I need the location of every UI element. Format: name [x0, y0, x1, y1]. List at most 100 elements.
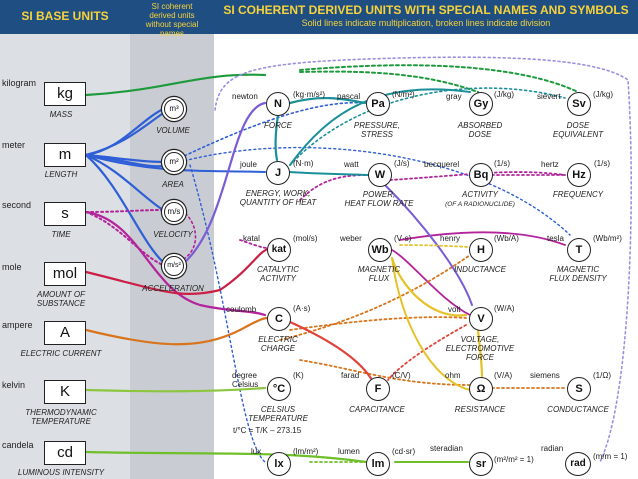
- unit-circle-radian: rad: [565, 452, 591, 476]
- unit-name-becquerel: becquerel: [424, 160, 460, 169]
- unit-quantity-catalytic: CATALYTIC ACTIVITY: [228, 265, 328, 283]
- unit-circle-katal: kat: [267, 238, 291, 262]
- wire-j-sv: [289, 87, 566, 166]
- unit-expr-lux: (lm/m²): [293, 447, 319, 456]
- caption-line: SUBSTANCE: [36, 299, 86, 308]
- unit-circle-volt: V: [469, 307, 493, 331]
- unit-name-henry: henry: [440, 234, 461, 243]
- mid-circle-area: m²: [164, 152, 184, 172]
- caption-line: CHARGE: [260, 344, 296, 353]
- base-name-mole: mole: [2, 262, 22, 272]
- mid-title-line: derived units: [149, 11, 195, 20]
- unit-expr-gray: (J/kg): [494, 90, 514, 99]
- unit-expr-coulomb: (A·s): [293, 304, 311, 313]
- unit-expr-joule: (N·m): [293, 159, 314, 168]
- derived-units-title: SI COHERENT DERIVED UNITS WITH SPECIAL N…: [223, 3, 629, 17]
- unit-expr-pascal: (N/m²): [392, 90, 415, 99]
- caption-line: ENERGY, WORK,: [245, 189, 311, 198]
- caption-line: MAGNETIC: [556, 265, 600, 274]
- unit-name-joule: joule: [240, 160, 257, 169]
- unit-circle-gray: Gy: [469, 92, 493, 116]
- caption-line: VOLTAGE,: [460, 335, 500, 344]
- unit-expr-degree-celsius: (K): [293, 371, 304, 380]
- unit-expr-sievert: (J/kg): [593, 90, 613, 99]
- caption-line: ABSORBED: [457, 121, 503, 130]
- caption-line: FORCE: [466, 353, 494, 362]
- unit-name-hertz: hertz: [541, 160, 559, 169]
- mid-circle-velocity: m/s: [164, 202, 184, 222]
- wire-s-kat: [239, 239, 269, 249]
- wire-kg-gray: [299, 70, 479, 93]
- unit-quantity-resistance: RESISTANCE: [430, 405, 530, 414]
- unit-circle-coulomb: C: [267, 307, 291, 331]
- wire-velocity-accel: [181, 209, 197, 261]
- wire-m-velocity: [84, 153, 165, 212]
- unit-expr-katal: (mol/s): [293, 234, 318, 243]
- unit-expr-farad: (C/V): [392, 371, 411, 380]
- derived-units-subtitle: Solid lines indicate multiplication, bro…: [301, 18, 551, 28]
- base-quantity-length: LENGTH: [44, 170, 78, 179]
- wire-area-pa: [179, 101, 366, 159]
- base-box-mol: mol: [44, 262, 86, 286]
- wire-kg-newton: [84, 73, 267, 97]
- mid-units-title: SI coherent derived units without specia…: [132, 2, 212, 38]
- wire-cd-lm: [84, 450, 368, 464]
- wire-a-volt: [289, 316, 467, 331]
- wire-volt-farad: [387, 324, 467, 381]
- caption-line: CAPACITANCE: [349, 405, 405, 414]
- wire-kg-sievert: [299, 64, 579, 93]
- unit-circle-steradian: sr: [469, 452, 493, 476]
- unit-name-newton: newton: [232, 92, 258, 101]
- caption-line: EQUIVALENT: [552, 130, 604, 139]
- mid-title-line: names: [159, 29, 184, 38]
- unit-circle-tesla: T: [567, 238, 591, 262]
- caption-line: DOSE: [566, 121, 590, 130]
- unit-circle-joule: J: [266, 161, 290, 185]
- wire-mol-kat: [84, 247, 270, 296]
- unit-expr-siemens: (1/Ω): [593, 371, 611, 380]
- mid-quantity-acceleration: ACCELERATION: [142, 284, 204, 293]
- caption-line: STRESS: [360, 130, 393, 139]
- base-box-a: A: [44, 321, 86, 345]
- mid-title-line: without special: [145, 20, 199, 29]
- wire-j-gy: [289, 88, 471, 166]
- unit-circle-degree-celsius: °C: [267, 377, 291, 401]
- caption-line: ELECTROMOTIVE: [445, 344, 515, 353]
- caption-line: ACTIVITY: [259, 274, 296, 283]
- unit-circle-henry: H: [469, 238, 493, 262]
- base-name-kelvin: kelvin: [2, 380, 26, 390]
- mid-header: [130, 0, 214, 34]
- base-quantity-mass: MASS: [49, 110, 73, 119]
- base-units-title: SI BASE UNITS: [21, 9, 109, 23]
- unit-quantity-pressure: PRESSURE, STRESS: [327, 121, 427, 139]
- unit-circle-lux: lx: [267, 452, 291, 476]
- base-box-s: s: [44, 202, 86, 226]
- unit-name-ohm: ohm: [445, 371, 461, 380]
- wire-k-degc: [84, 386, 267, 393]
- name-line: Celsius: [232, 380, 259, 389]
- unit-name-katal: katal: [243, 234, 260, 243]
- unit-name-farad: farad: [341, 371, 360, 380]
- wire-accel-newton: [183, 101, 267, 264]
- caption-line: ACTIVITY: [461, 190, 498, 199]
- caption-line: HEAT FLOW RATE: [344, 199, 414, 208]
- wire-weber-tesla: [399, 231, 566, 246]
- wire-s-accel: [85, 211, 164, 266]
- wire-m-area2: [84, 153, 165, 168]
- unit-name-gray: gray: [446, 92, 462, 101]
- base-name-candela: candela: [2, 440, 34, 450]
- caption-line: INDUCTANCE: [454, 265, 506, 274]
- unit-name-lumen: lumen: [338, 447, 360, 456]
- base-name-kilogram: kilogram: [2, 78, 37, 88]
- wire-a-ohm: [299, 359, 471, 386]
- unit-name-tesla: tesla: [547, 234, 564, 243]
- caption-line: THERMODYNAMIC: [25, 408, 97, 417]
- base-box-cd: cd: [44, 441, 86, 465]
- base-quantity-current: ELECTRIC CURRENT: [20, 349, 102, 358]
- unit-circle-pascal: Pa: [366, 92, 390, 116]
- unit-name-siemens: siemens: [530, 371, 560, 380]
- wire-c-farad: [288, 320, 374, 382]
- caption-line: ELECTRIC: [258, 335, 298, 344]
- unit-circle-lumen: lm: [366, 452, 390, 476]
- caption-line: CATALYTIC: [256, 265, 300, 274]
